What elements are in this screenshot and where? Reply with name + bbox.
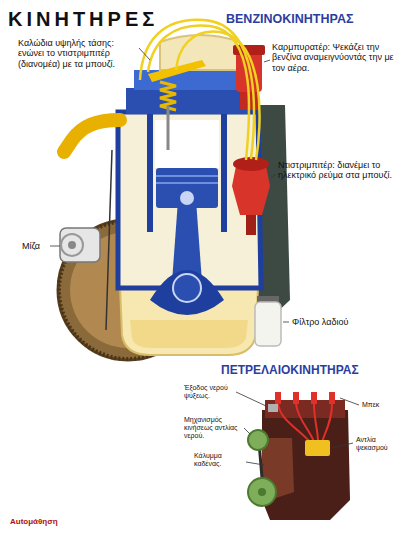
part-label: Κάλυμμα καδένας. [194,452,244,468]
part-label: Ντιστριμπιτέρ: διανέμει το ηλεκτρικό ρεύ… [278,160,392,181]
part-label: Μηχανισμός κινήσεως αντλίας νερού. [184,416,242,440]
section-heading: ΒΕΝΖΙΝΟΚΙΝΗΤΗΡΑΣ [226,12,396,26]
part-label: Καρμπυρατέρ: Ψεκάζει την βενζίνα αναμειγ… [272,42,394,73]
part-label: Αντλία ψεκασμού [356,436,396,452]
publisher-logo: Autoμάθηση [10,517,100,526]
part-label: Έξοδος νερού ψύξεως. [184,384,236,400]
poster-title: ΚΙΝΗΤΗΡΕΣ [8,8,208,31]
section-heading: ΠΕΤΡΕΛΑΙΟΚΙΝΗΤΗΡΑΣ [221,364,397,378]
part-label: Μπεκ [362,401,396,409]
part-label: Φίλτρο λαδιού [292,317,392,327]
part-label: Καλώδια υψηλής τάσης: ενώνει το ντιστριμ… [18,38,136,69]
part-label: Μίζα [22,241,50,251]
